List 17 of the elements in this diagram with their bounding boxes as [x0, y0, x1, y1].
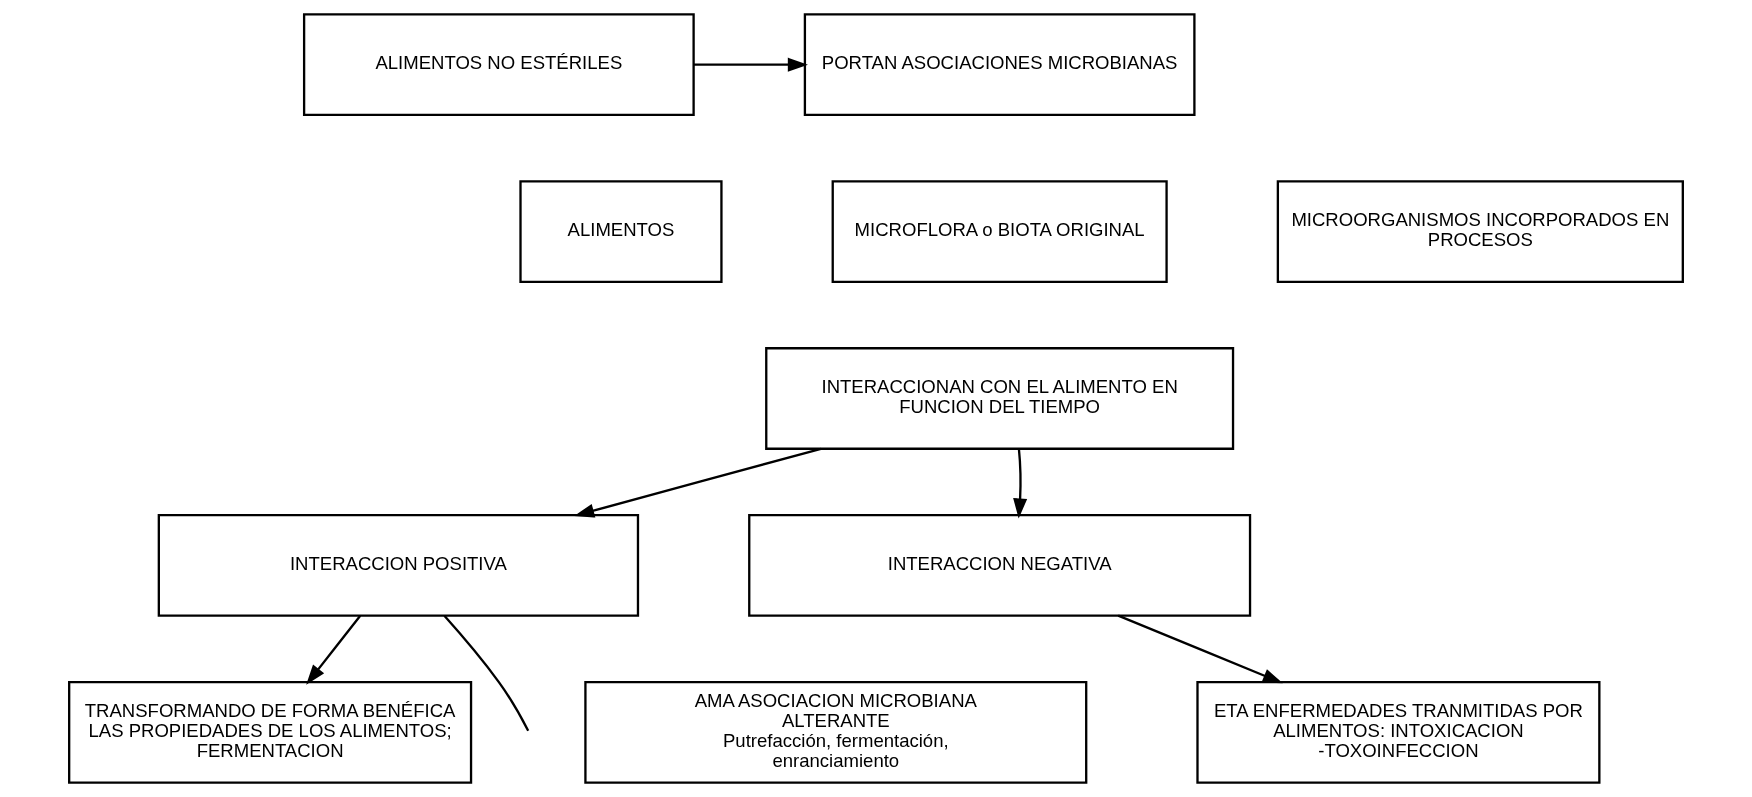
connector: [443, 615, 530, 732]
node-box: TRANSFORMANDO DE FORMA BENÉFICA LAS PROPIEDADES DE LOS ALIMENTOS; FERMENTACION: [68, 680, 473, 784]
node-box: INTERACCION POSITIVA: [157, 514, 640, 617]
node-box: PORTAN ASOCIACIONES MICROBIANAS: [803, 13, 1196, 117]
arrow: [1117, 614, 1283, 684]
node-box: ETA ENFERMEDADES TRANMITIDAS POR ALIMENTOS: INTOXICACION -TOXOINFECCION: [1196, 680, 1601, 784]
node-box: MICROFLORA o BIOTA ORIGINAL: [831, 180, 1168, 283]
arrow: [1013, 448, 1028, 519]
arrow: [574, 447, 822, 518]
node-box: INTERACCION NEGATIVA: [748, 514, 1252, 617]
arrow: [306, 614, 362, 685]
arrow: [694, 57, 808, 72]
node-box: AMA ASOCIACION MICROBIANA ALTERANTE Putrefacción, fermentación, enranciamiento: [584, 680, 1088, 784]
node-box: ALIMENTOS NO ESTÉRILES: [302, 13, 695, 117]
node-box: INTERACCIONAN CON EL ALIMENTO EN FUNCION DEL TIEMPO: [765, 347, 1235, 450]
node-box: MICROORGANISMOS INCORPORADOS EN PROCESOS: [1276, 180, 1684, 283]
node-box: ALIMENTOS: [519, 180, 723, 283]
